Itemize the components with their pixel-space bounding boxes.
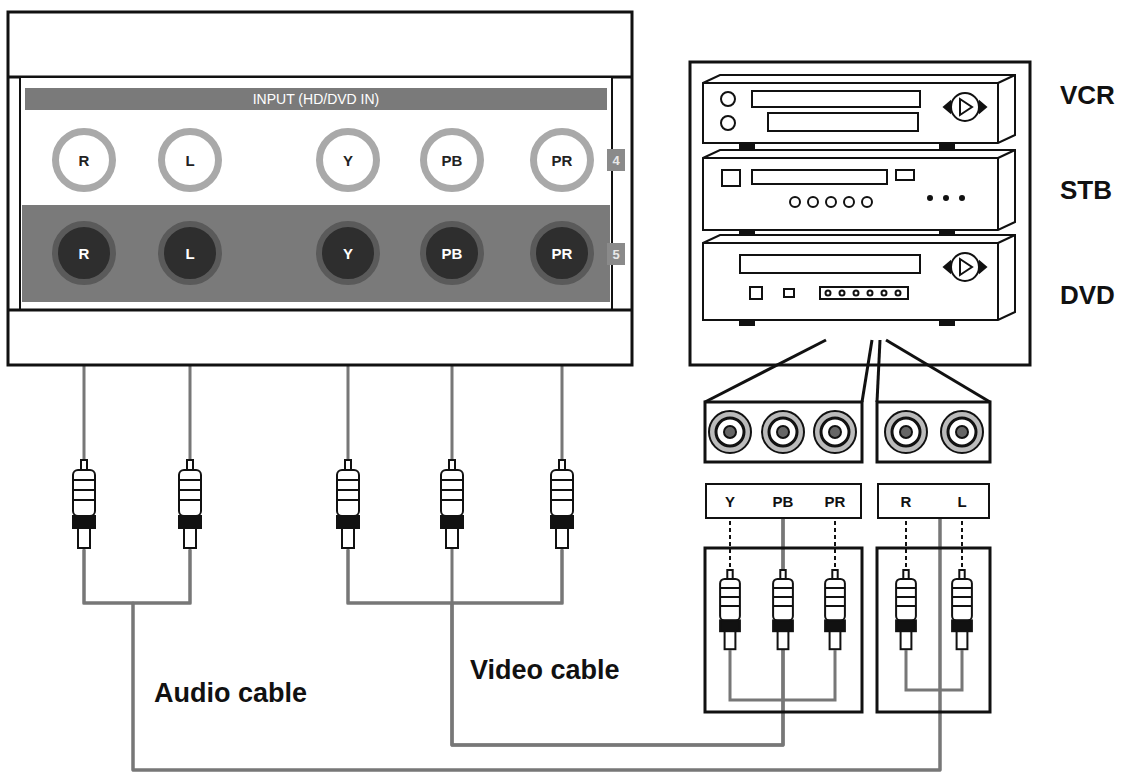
connector-name: R — [79, 246, 90, 261]
connector-name: PR — [825, 494, 846, 509]
rca-plug — [825, 570, 845, 649]
device-body — [703, 75, 1015, 148]
device-body — [703, 150, 1015, 235]
device-body — [703, 235, 1015, 325]
connector-name: R — [901, 494, 912, 509]
output-jack — [941, 411, 983, 453]
rca-plug — [720, 570, 740, 649]
input-jack: PR — [530, 128, 594, 192]
connector-name: PB — [773, 494, 794, 509]
output-jack — [814, 411, 856, 453]
callout-number: 4 — [607, 149, 625, 171]
input-jack: Y — [316, 221, 380, 285]
dashed-lead — [905, 521, 907, 568]
panel-edge — [8, 309, 632, 312]
dashed-lead — [834, 521, 836, 568]
rca-plug — [773, 570, 793, 649]
rca-plug — [551, 460, 573, 548]
input-jack: R — [52, 221, 116, 285]
output-jack — [885, 411, 927, 453]
input-jack: L — [158, 221, 222, 285]
output-panel — [877, 402, 990, 462]
plug-box — [877, 548, 990, 712]
plug-box — [705, 548, 862, 712]
panel-frame — [8, 12, 632, 365]
callout-number: 5 — [607, 243, 625, 265]
input-panel: INPUT (HD/DVD IN) R L Y PB PR R L Y PB PR — [8, 12, 632, 365]
connector-name: Y — [725, 494, 735, 509]
rca-plug — [179, 460, 201, 548]
connector-label-box: RL — [877, 483, 990, 519]
output-panel — [705, 402, 862, 462]
dashed-lead — [961, 521, 963, 568]
rca-plug — [952, 570, 972, 649]
connector-label-box: Y PB PR — [705, 483, 862, 519]
zoom-lines — [705, 340, 990, 402]
rca-plug — [73, 460, 95, 548]
input-jack: L — [158, 128, 222, 192]
input-jack: R — [52, 128, 116, 192]
rca-plug — [896, 570, 916, 649]
device-name: VCR — [1060, 82, 1115, 108]
panel-inner — [20, 77, 612, 310]
cable-label: Video cable — [468, 655, 622, 686]
output-jack — [762, 411, 804, 453]
output-jack — [709, 411, 751, 453]
device-unit: DVD — [703, 235, 1015, 320]
rca-plug — [441, 460, 463, 548]
connector-name: PB — [442, 246, 463, 261]
connector-name: PB — [442, 153, 463, 168]
device-name: STB — [1060, 177, 1112, 203]
input-jack: PB — [420, 128, 484, 192]
device-unit: STB — [703, 150, 1015, 230]
device-unit: VCR — [703, 75, 1015, 143]
rca-plug — [337, 460, 359, 548]
input-jack: PR — [530, 221, 594, 285]
connector-name: L — [185, 153, 194, 168]
connector-name: PR — [552, 153, 573, 168]
device-name: DVD — [1060, 282, 1115, 308]
cable-label: Audio cable — [152, 678, 309, 709]
input-jack: Y — [316, 128, 380, 192]
dashed-lead — [729, 521, 731, 568]
device-stack — [690, 62, 1030, 365]
connector-name: PR — [552, 246, 573, 261]
panel-title: INPUT (HD/DVD IN) — [25, 88, 607, 110]
connector-name: L — [957, 494, 966, 509]
connector-name: Y — [343, 153, 353, 168]
dark-band — [22, 205, 610, 302]
connector-name: Y — [343, 246, 353, 261]
input-jack: PB — [420, 221, 484, 285]
connector-name: R — [79, 153, 90, 168]
connector-name: L — [185, 246, 194, 261]
